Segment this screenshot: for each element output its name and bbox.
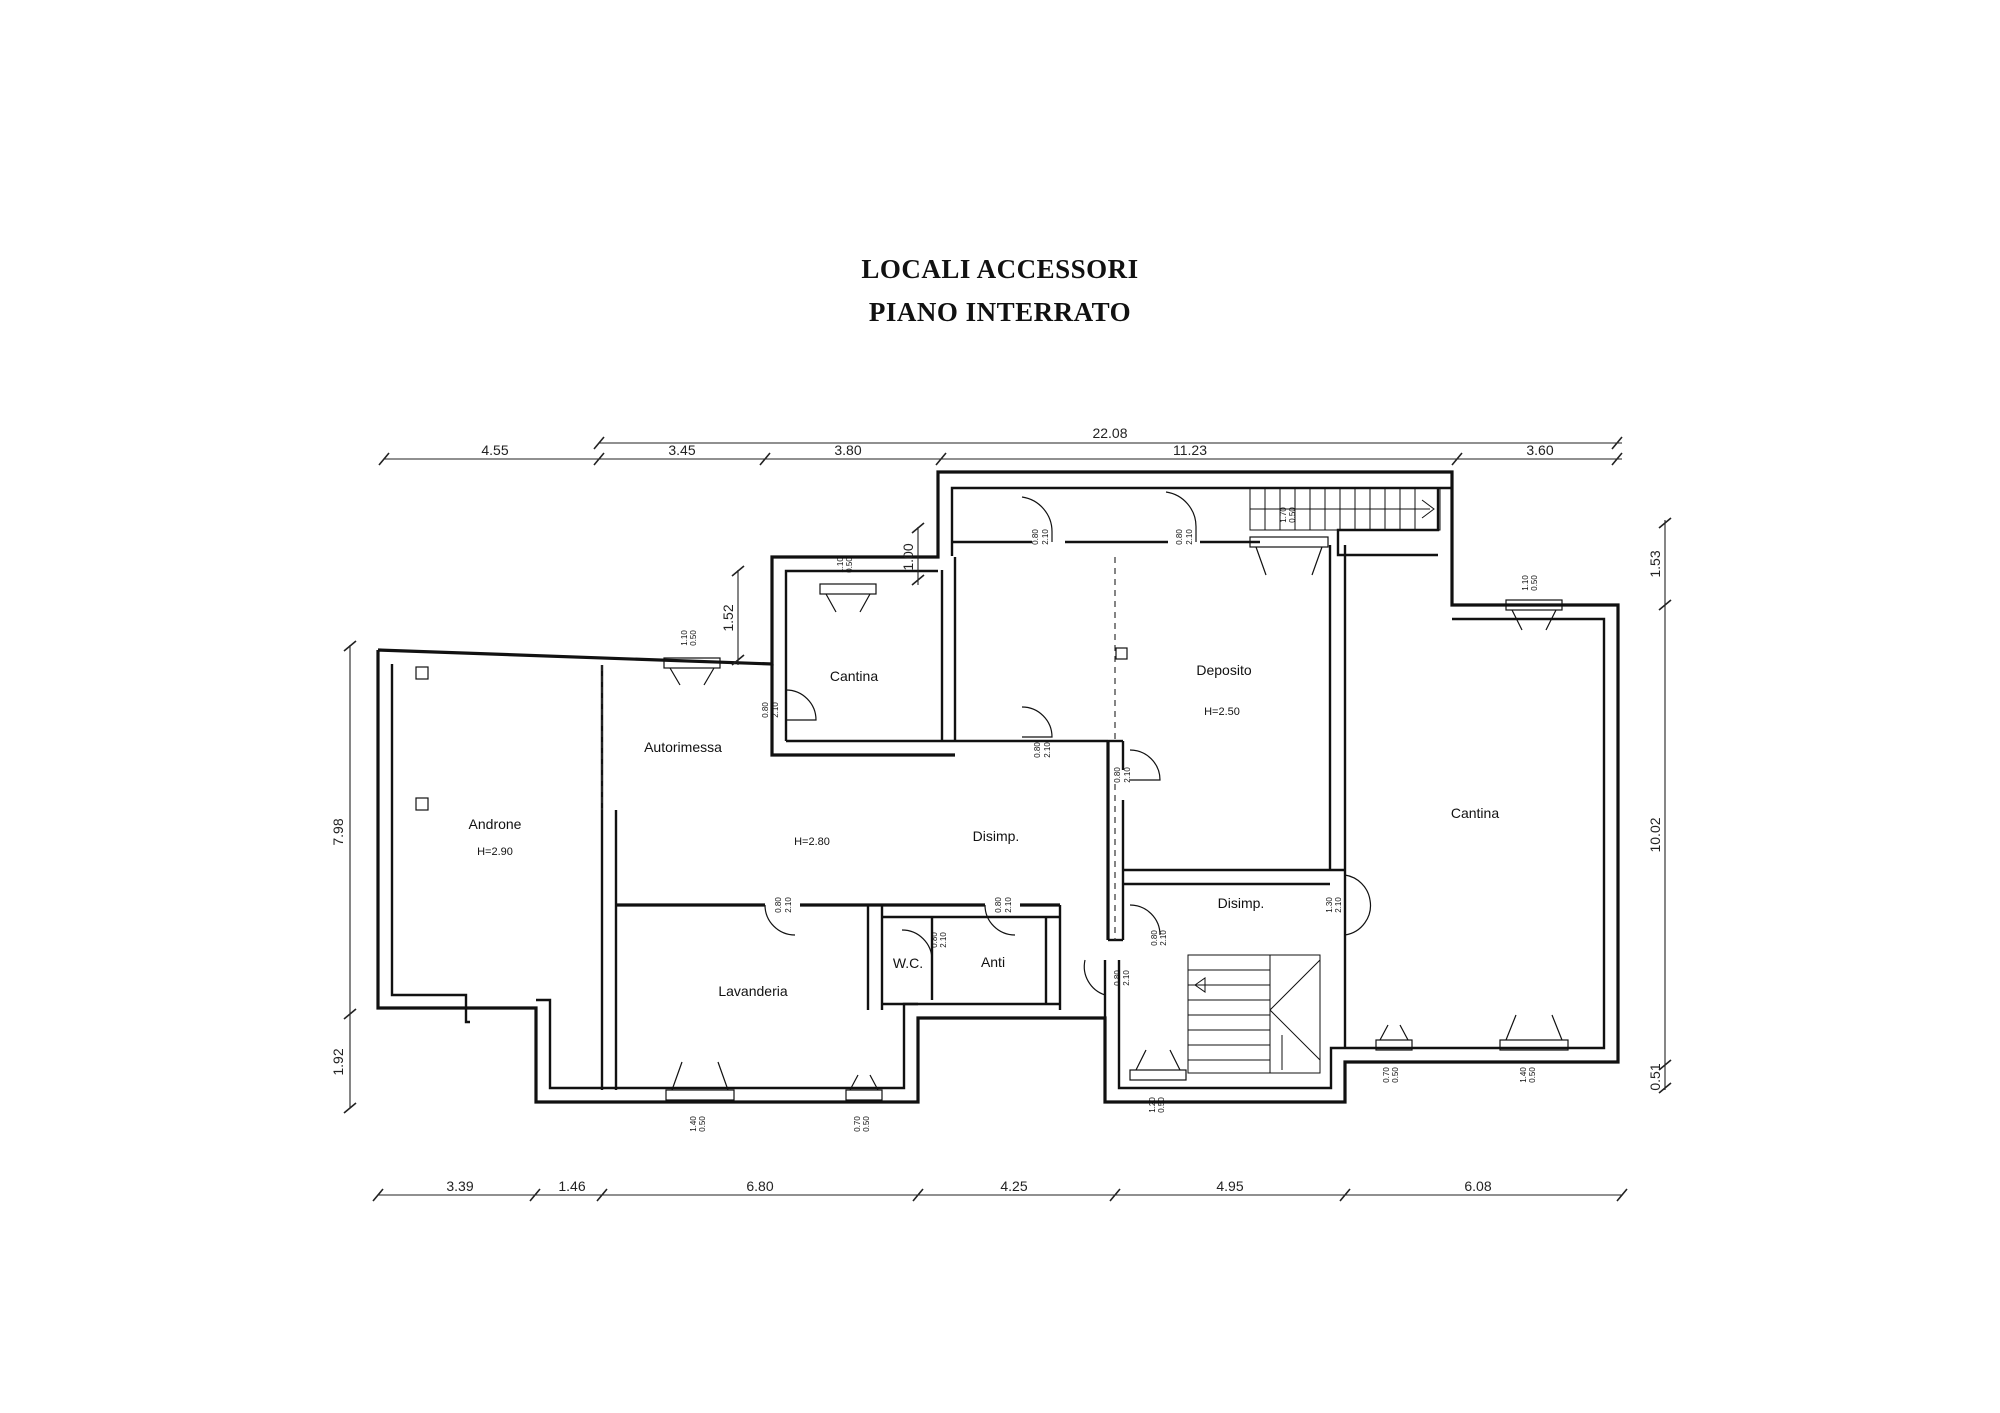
- room-autorimessa-height: H=2.80: [794, 836, 830, 848]
- opening-labels: 0.80 2.10 0.80 2.10 0.80 2.10 0.80 2.10 …: [680, 507, 1539, 1132]
- room-anti-label: Anti: [981, 954, 1005, 970]
- room-androne-height: H=2.90: [477, 846, 513, 858]
- windows: [663, 536, 1569, 1101]
- room-cantina-large-label: Cantina: [1451, 805, 1499, 821]
- svg-text:2.10: 2.10: [1334, 897, 1343, 913]
- svg-text:4.55: 4.55: [481, 442, 508, 458]
- svg-text:0.80: 0.80: [930, 932, 939, 948]
- svg-text:0.50: 0.50: [1288, 507, 1297, 523]
- svg-text:10.02: 10.02: [1647, 817, 1663, 852]
- svg-text:2.10: 2.10: [1043, 742, 1052, 758]
- svg-text:0.80: 0.80: [761, 702, 770, 718]
- svg-text:0.50: 0.50: [1530, 575, 1539, 591]
- svg-text:3.39: 3.39: [446, 1178, 473, 1194]
- outer-walls: [376, 470, 1620, 1104]
- svg-text:2.10: 2.10: [784, 897, 793, 913]
- svg-text:1.00: 1.00: [900, 543, 916, 570]
- svg-text:3.60: 3.60: [1526, 442, 1553, 458]
- svg-text:1.46: 1.46: [558, 1178, 585, 1194]
- drawing-subtitle: PIANO INTERRATO: [868, 297, 1132, 327]
- svg-text:0.50: 0.50: [689, 630, 698, 646]
- svg-text:1.10: 1.10: [680, 630, 689, 646]
- room-disimp-main-label: Disimp.: [973, 828, 1020, 844]
- svg-text:0.80: 0.80: [1033, 742, 1042, 758]
- svg-text:2.10: 2.10: [1004, 897, 1013, 913]
- svg-text:0.51: 0.51: [1647, 1063, 1663, 1090]
- svg-text:0.80: 0.80: [1031, 529, 1040, 545]
- room-cantina-small-label: Cantina: [830, 668, 878, 684]
- svg-text:1.53: 1.53: [1647, 550, 1663, 577]
- svg-text:1.92: 1.92: [330, 1048, 346, 1075]
- svg-text:11.23: 11.23: [1173, 442, 1207, 458]
- svg-text:3.80: 3.80: [834, 442, 861, 458]
- svg-text:0.50: 0.50: [1528, 1067, 1537, 1083]
- svg-text:0.50: 0.50: [845, 557, 854, 573]
- svg-text:0.50: 0.50: [862, 1116, 871, 1132]
- pillar: [415, 797, 429, 811]
- upper-stair: [1249, 487, 1441, 531]
- dimension-bottom: 3.39 1.46 6.80 4.25 4.95 6.08: [372, 1178, 1628, 1202]
- svg-text:1.40: 1.40: [1519, 1067, 1528, 1083]
- svg-text:1.10: 1.10: [1521, 575, 1530, 591]
- interior-walls: [600, 540, 1347, 1090]
- room-wc-label: W.C.: [893, 955, 923, 971]
- svg-text:2.10: 2.10: [1041, 529, 1050, 545]
- svg-text:2.10: 2.10: [939, 932, 948, 948]
- svg-text:1.20: 1.20: [1148, 1097, 1157, 1113]
- dimension-right: 1.53 10.02 0.51: [1647, 517, 1672, 1094]
- svg-text:6.80: 6.80: [746, 1178, 773, 1194]
- svg-text:0.80: 0.80: [994, 897, 1003, 913]
- svg-text:2.10: 2.10: [1159, 930, 1168, 946]
- svg-text:0.50: 0.50: [1157, 1097, 1166, 1113]
- svg-text:0.80: 0.80: [1150, 930, 1159, 946]
- svg-text:0.50: 0.50: [698, 1116, 707, 1132]
- room-androne-label: Androne: [469, 816, 522, 832]
- doors: [764, 491, 1372, 996]
- svg-text:0.80: 0.80: [1113, 970, 1122, 986]
- dimension-inner: 1.52 1.00: [720, 522, 925, 666]
- lower-stair: [1187, 954, 1321, 1074]
- room-lavanderia-label: Lavanderia: [718, 983, 787, 999]
- svg-text:0.50: 0.50: [1391, 1067, 1400, 1083]
- svg-text:6.08: 6.08: [1464, 1178, 1491, 1194]
- svg-text:2.10: 2.10: [1185, 529, 1194, 545]
- svg-text:4.25: 4.25: [1000, 1178, 1027, 1194]
- svg-text:2.10: 2.10: [1122, 970, 1131, 986]
- svg-text:7.98: 7.98: [330, 818, 346, 845]
- pillar: [415, 666, 429, 680]
- svg-text:2.10: 2.10: [771, 702, 780, 718]
- svg-text:4.95: 4.95: [1216, 1178, 1243, 1194]
- svg-text:1.52: 1.52: [720, 604, 736, 631]
- room-deposito-label: Deposito: [1196, 662, 1251, 678]
- drawing-title: LOCALI ACCESSORI: [861, 254, 1139, 284]
- svg-text:2.10: 2.10: [1123, 767, 1132, 783]
- dimension-left: 7.98 1.92: [330, 640, 357, 1114]
- svg-text:0.70: 0.70: [1382, 1067, 1391, 1083]
- svg-text:1.40: 1.40: [689, 1116, 698, 1132]
- svg-text:3.45: 3.45: [668, 442, 695, 458]
- svg-text:0.70: 0.70: [853, 1116, 862, 1132]
- dimension-top: 4.55 3.45 3.80 11.23 3.60 22.08: [378, 425, 1623, 466]
- svg-text:22.08: 22.08: [1092, 425, 1127, 441]
- svg-text:1.70: 1.70: [1279, 507, 1288, 523]
- svg-text:0.80: 0.80: [1113, 767, 1122, 783]
- room-autorimessa-label: Autorimessa: [644, 739, 722, 755]
- room-deposito-height: H=2.50: [1204, 706, 1240, 718]
- svg-text:0.80: 0.80: [1175, 529, 1184, 545]
- svg-text:1.30: 1.30: [1325, 897, 1334, 913]
- svg-text:0.80: 0.80: [774, 897, 783, 913]
- pillar: [1115, 647, 1128, 660]
- svg-text:1.10: 1.10: [836, 557, 845, 573]
- room-disimp-right-label: Disimp.: [1218, 895, 1265, 911]
